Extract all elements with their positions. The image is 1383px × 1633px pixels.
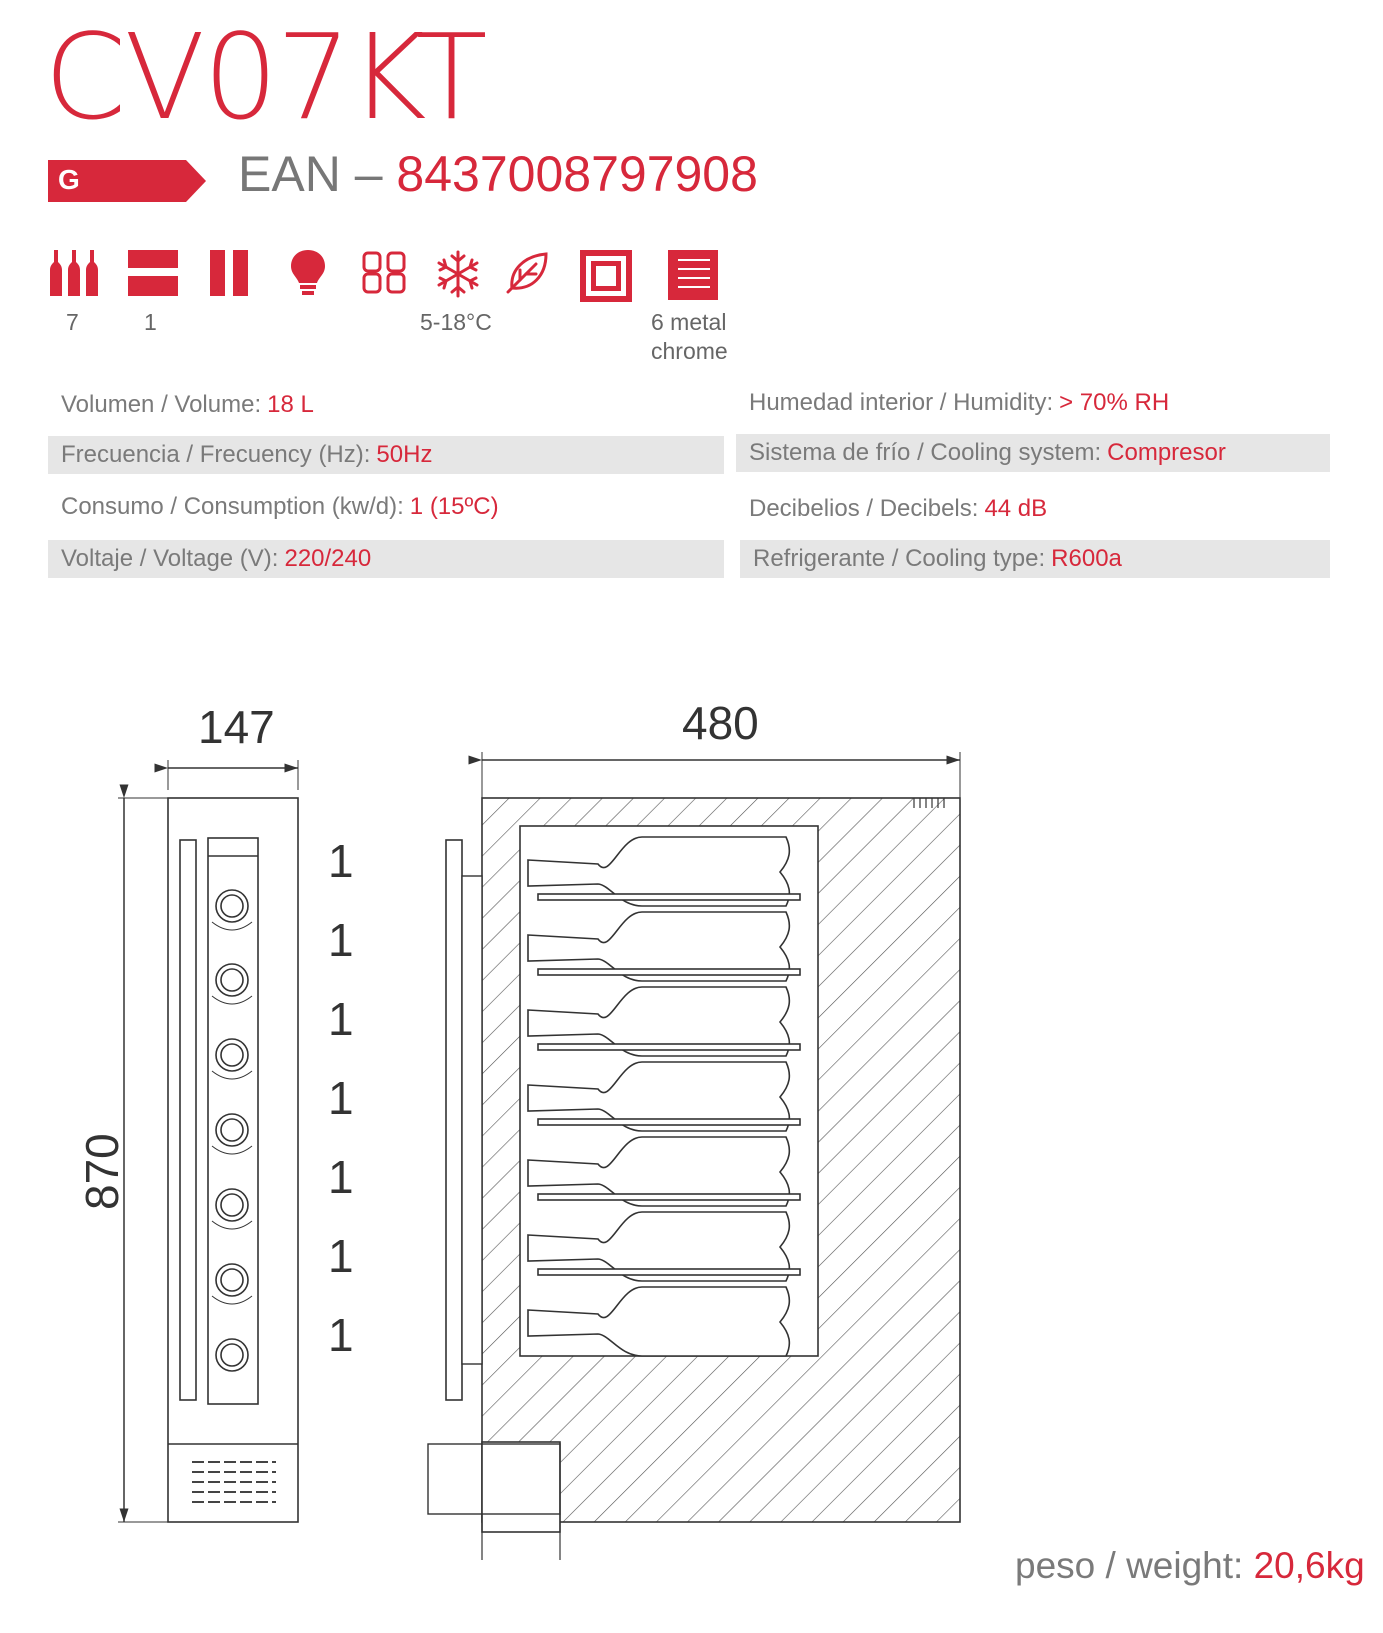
light-bulb-icon (291, 250, 325, 295)
spec-row-volume: Volumen / Volume: 18 L (48, 386, 724, 424)
spec-value: 50Hz (376, 441, 433, 468)
shelf-count: 1 (328, 993, 354, 1045)
spec-row-cooling-system: Sistema de frío / Cooling system: Compre… (736, 434, 1330, 472)
spec-key: Decibelios / Decibels: (749, 495, 979, 522)
spec-value: Compresor (1107, 439, 1226, 466)
ean-number: 8437008797908 (396, 146, 758, 202)
energy-class-letter: G (58, 164, 80, 195)
spec-key: Volumen / Volume: (61, 391, 262, 418)
spec-value: 18 L (267, 391, 314, 418)
snowflake-icon (437, 250, 479, 298)
spec-value: > 70% RH (1059, 389, 1170, 416)
spec-key: Voltaje / Voltage (V): (61, 545, 279, 572)
temperature-caption: 5-18°C (420, 309, 492, 335)
spec-key: Humedad interior / Humidity: (749, 389, 1054, 416)
zones-caption: 1 (144, 309, 157, 335)
feature-icons (0, 250, 800, 310)
model-title: CV07KT (44, 8, 488, 146)
energy-class-badge: G (48, 160, 208, 202)
spec-row-humidity: Humedad interior / Humidity: > 70% RH (736, 384, 1330, 422)
leaf-icon (506, 252, 548, 294)
spec-value: 44 dB (984, 495, 1048, 522)
depth-dimension: 480 (682, 697, 759, 749)
bottle-capacity-caption: 7 (66, 309, 79, 335)
spec-row-frequency: Frecuencia / Frecuency (Hz): 50Hz (48, 436, 724, 474)
spec-key: Frecuencia / Frecuency (Hz): (61, 441, 371, 468)
bottles-icon (50, 250, 98, 296)
shelf-count: 1 (328, 835, 354, 887)
spec-key: Sistema de frío / Cooling system: (749, 439, 1102, 466)
spec-row-decibels: Decibelios / Decibels: 44 dB (736, 490, 1330, 528)
shelves-caption-line1: 6 metal (651, 309, 727, 335)
spec-row-voltage: Voltaje / Voltage (V): 220/240 (48, 540, 724, 578)
frame-icon (580, 250, 632, 302)
shelf-count: 1 (328, 1072, 354, 1124)
spec-row-refrigerant: Refrigerante / Cooling type: R600a (740, 540, 1330, 578)
door-icon (210, 250, 248, 296)
shelf-count: 1 (328, 1151, 354, 1203)
spec-key: Refrigerante / Cooling type: (753, 545, 1046, 572)
weight-info: peso / weight: 20,6kg (1015, 1545, 1365, 1587)
ean-label: EAN – (238, 146, 383, 202)
shelf-count: 1 (328, 1230, 354, 1282)
weight-value: 20,6kg (1253, 1545, 1365, 1586)
spec-value: R600a (1051, 545, 1122, 572)
spec-key: Consumo / Consumption (kw/d): (61, 493, 404, 520)
weight-label: peso / weight: (1015, 1545, 1244, 1586)
digital-display-icon (362, 251, 406, 294)
spec-value: 220/240 (284, 545, 372, 572)
zones-icon (128, 250, 178, 296)
shelf-count: 1 (328, 914, 354, 966)
ean-code: EAN – 8437008797908 (238, 146, 758, 204)
width-dimension: 147 (198, 701, 275, 753)
shelves-icon (668, 250, 718, 300)
shelves-caption-line2: chrome (651, 338, 728, 364)
spec-value: 1 (15ºC) (409, 493, 499, 520)
spec-row-consumption: Consumo / Consumption (kw/d): 1 (15ºC) (48, 488, 724, 526)
shelf-count: 1 (328, 1309, 354, 1361)
